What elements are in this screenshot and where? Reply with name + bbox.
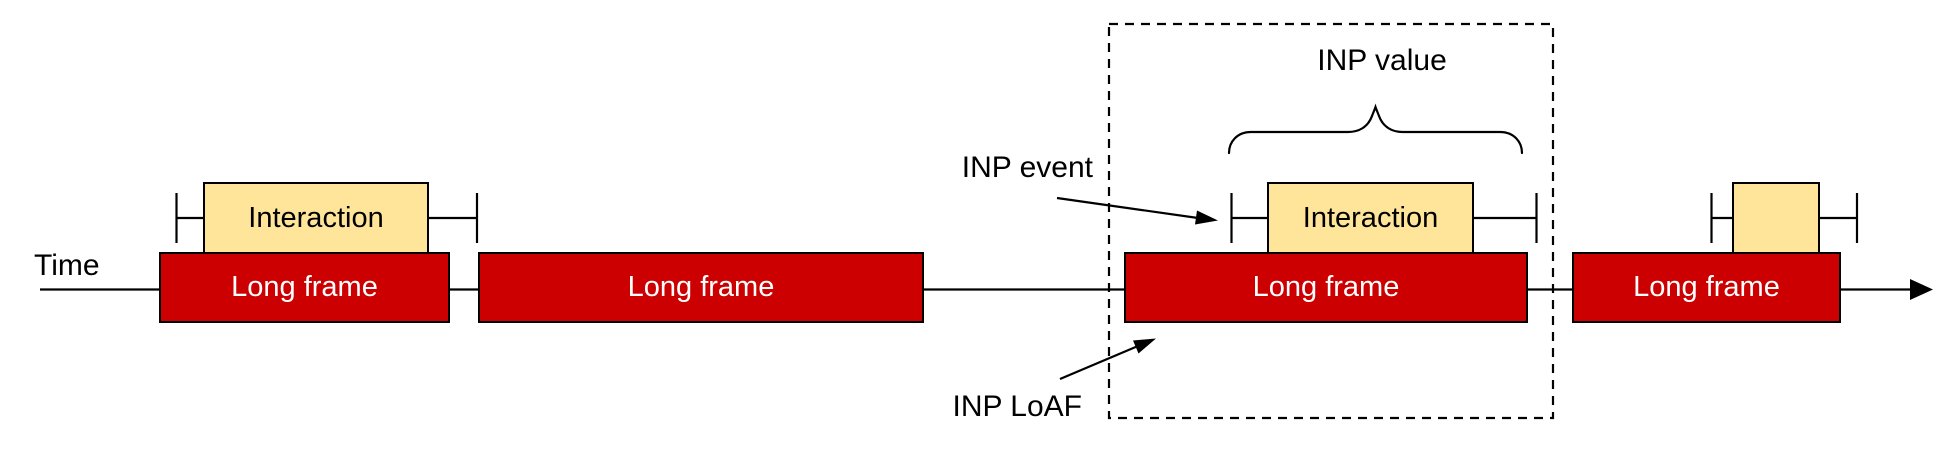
inp-value-brace-icon bbox=[1227, 103, 1524, 155]
interaction-1-whiskers bbox=[175, 193, 479, 243]
interaction-label: Interaction bbox=[1302, 201, 1439, 234]
inp-value-label: INP value bbox=[1317, 44, 1447, 77]
long-frame-box-2: Long frame bbox=[478, 252, 924, 323]
long-frame-label: Long frame bbox=[1633, 271, 1780, 303]
interaction-3-whiskers bbox=[1710, 193, 1859, 243]
interaction-box-1: Interaction bbox=[203, 182, 429, 254]
time-axis-label: Time bbox=[34, 249, 100, 282]
interaction-box-small bbox=[1732, 182, 1820, 254]
inp-event-label: INP event bbox=[961, 151, 1093, 184]
inp-loaf-label: INP LoAF bbox=[952, 390, 1082, 423]
interaction-label: Interaction bbox=[248, 201, 384, 234]
inp-loaf-dashed-region bbox=[1107, 22, 1555, 420]
time-axis-arrowhead-icon bbox=[1910, 279, 1933, 300]
long-frame-label: Long frame bbox=[627, 271, 775, 303]
long-frame-box-3-inp-loaf: Long frame bbox=[1124, 252, 1528, 323]
inp-loaf-arrow-icon bbox=[1059, 338, 1156, 381]
inp-interaction-whiskers bbox=[1230, 193, 1538, 243]
long-frame-box-1: Long frame bbox=[159, 252, 450, 323]
inp-event-arrow-icon bbox=[1056, 196, 1218, 225]
interaction-box-inp: Interaction bbox=[1267, 182, 1474, 254]
long-frame-label: Long frame bbox=[1252, 271, 1400, 303]
long-frame-box-4: Long frame bbox=[1572, 252, 1841, 323]
long-frame-label: Long frame bbox=[231, 271, 378, 303]
